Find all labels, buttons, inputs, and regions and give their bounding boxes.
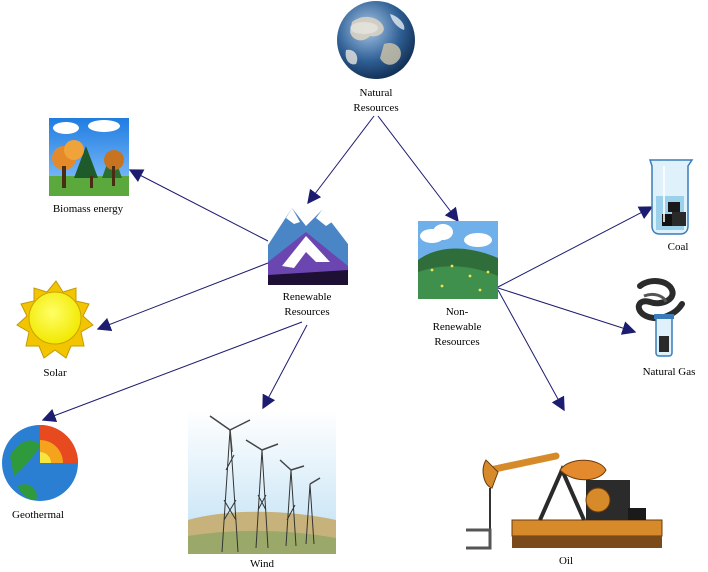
earth-globe-icon — [337, 1, 415, 79]
connectors — [41, 115, 654, 423]
snowy-mountains-icon — [268, 205, 348, 285]
earth-core-cutaway-icon — [2, 425, 78, 501]
label-natural-resources: Natural Resources — [353, 87, 399, 114]
oil-pumpjack-icon — [466, 452, 663, 550]
label-solar: Solar — [43, 367, 67, 379]
gas-flask-icon — [635, 278, 685, 357]
arrow-renewable-to-biomass — [128, 169, 269, 242]
arrow-nonrenewable-to-gas — [497, 287, 637, 335]
label-geothermal: Geothermal — [12, 509, 64, 521]
label-biomass-energy: Biomass energy — [52, 203, 124, 215]
wind-turbines-icon — [188, 410, 336, 554]
label-nonrenewable-resources: Non- Renewable Resources — [432, 306, 482, 348]
label-renewable-resources: Renewable Resources — [282, 291, 332, 318]
coal-beaker-icon — [648, 159, 694, 235]
label-coal: Coal — [667, 241, 689, 253]
arrow-renewable-to-geothermal — [41, 321, 303, 423]
arrow-nonrenewable-to-coal — [497, 206, 654, 288]
label-oil: Oil — [558, 555, 574, 567]
arrow-renewable-to-wind — [262, 324, 308, 410]
arrow-natural-to-renewable — [307, 115, 375, 205]
label-wind: Wind — [250, 558, 274, 570]
arrow-renewable-to-solar — [96, 262, 269, 331]
green-hills-icon — [418, 221, 498, 299]
arrow-natural-to-nonrenewable — [377, 115, 459, 223]
forest-trees-icon — [49, 118, 129, 196]
label-natural-gas: Natural Gas — [642, 366, 696, 378]
arrow-nonrenewable-to-oil — [497, 289, 565, 412]
sun-icon — [16, 280, 94, 359]
